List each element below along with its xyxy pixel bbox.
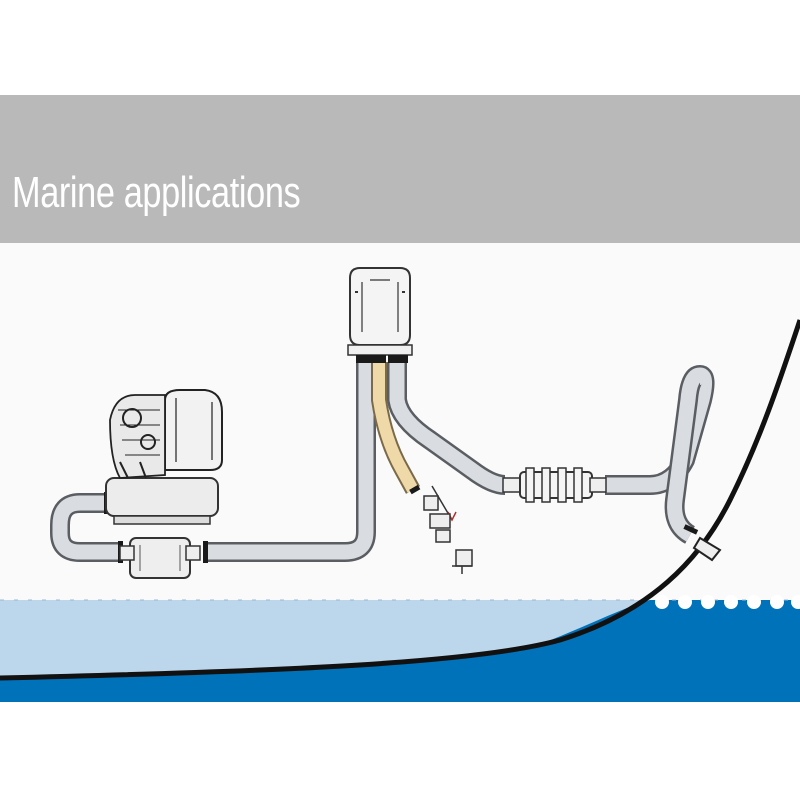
- fuel-filter-assembly: [423, 485, 473, 574]
- hoses: [50, 362, 715, 562]
- boat-hull: [0, 319, 800, 681]
- through-hull-fitting: [692, 536, 722, 562]
- water-strainer: [119, 537, 201, 579]
- wave-bubbles: [655, 595, 800, 609]
- header-banner: [0, 95, 800, 243]
- heat-exchanger-box: [347, 267, 413, 363]
- water: [0, 595, 800, 702]
- generator-unit: [105, 389, 223, 525]
- page-title: Marine applications: [12, 168, 301, 217]
- water-separator: [502, 467, 607, 503]
